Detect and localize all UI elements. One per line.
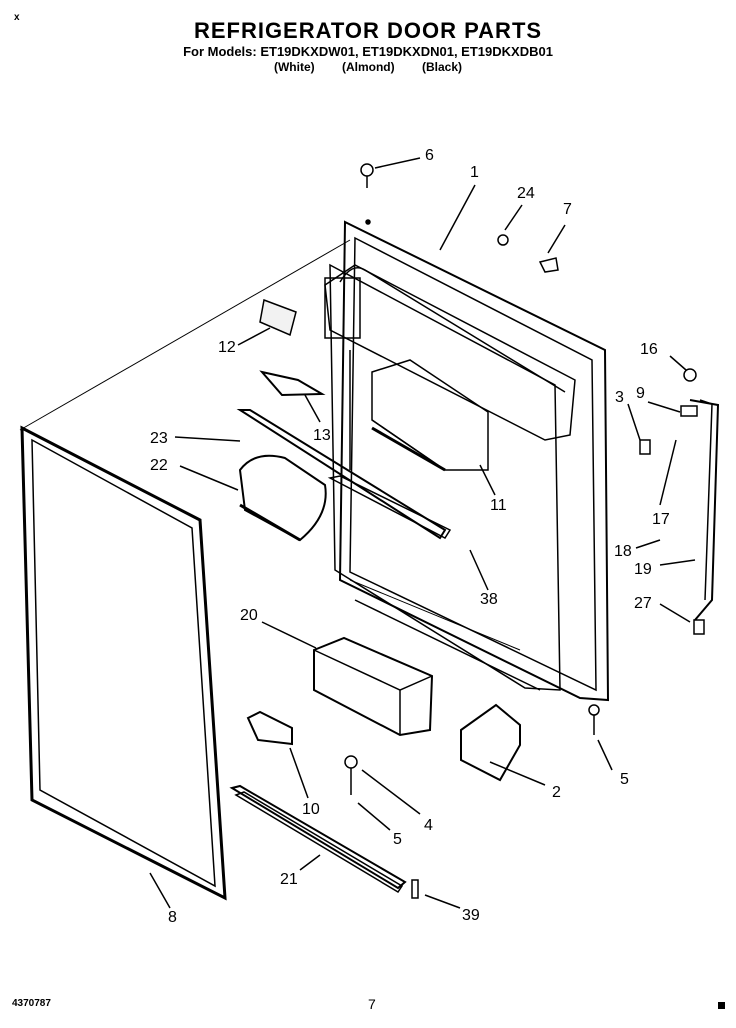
leader-lines xyxy=(149,157,696,909)
callout-5-lower: 5 xyxy=(393,831,402,848)
callout-7: 7 xyxy=(563,201,572,218)
callout-20: 20 xyxy=(240,607,258,624)
callout-22: 22 xyxy=(150,457,168,474)
callout-8: 8 xyxy=(168,909,177,926)
dairy-compartment xyxy=(371,359,489,472)
callout-12: 12 xyxy=(218,339,236,356)
callout-3: 3 xyxy=(615,389,624,406)
callout-19: 19 xyxy=(634,561,652,578)
callout-5-right: 5 xyxy=(620,771,629,788)
corner-mark: x xyxy=(14,12,20,23)
callout-2: 2 xyxy=(552,784,561,801)
door-bin xyxy=(313,636,434,737)
callout-23: 23 xyxy=(150,430,168,447)
corner-dot xyxy=(718,1002,725,1009)
door-panel xyxy=(324,219,610,702)
callout-18: 18 xyxy=(614,543,632,560)
callout-24: 24 xyxy=(517,185,535,202)
page-number: 7 xyxy=(368,996,376,1012)
callout-27: 27 xyxy=(634,595,652,612)
callout-1: 1 xyxy=(470,164,479,181)
callout-4: 4 xyxy=(424,817,433,834)
callout-11: 11 xyxy=(490,497,507,514)
callout-13: 13 xyxy=(313,427,331,444)
color-almond: (Almond) xyxy=(341,60,395,74)
callout-6: 6 xyxy=(425,147,434,164)
callout-16: 16 xyxy=(640,341,658,358)
color-variants: (White) (Almond) (Black) xyxy=(0,60,736,74)
page-title: REFRIGERATOR DOOR PARTS xyxy=(193,18,543,43)
models-line: For Models: ET19DKXDW01, ET19DKXDN01, ET… xyxy=(183,44,553,59)
callout-labels: 6 1 24 7 12 13 16 3 9 23 22 11 17 18 19 … xyxy=(150,147,670,926)
callout-38: 38 xyxy=(480,591,498,608)
color-black: (Black) xyxy=(421,60,462,74)
callout-39: 39 xyxy=(462,907,480,924)
callout-21: 21 xyxy=(280,871,298,888)
door-gasket xyxy=(20,425,227,901)
egg-bin xyxy=(238,454,327,542)
document-number: 4370787 xyxy=(12,998,51,1009)
callout-17: 17 xyxy=(652,511,670,528)
hinge-bracket xyxy=(639,368,720,635)
callout-10: 10 xyxy=(302,801,320,818)
callout-9: 9 xyxy=(636,385,645,402)
color-white: (White) xyxy=(273,60,315,74)
